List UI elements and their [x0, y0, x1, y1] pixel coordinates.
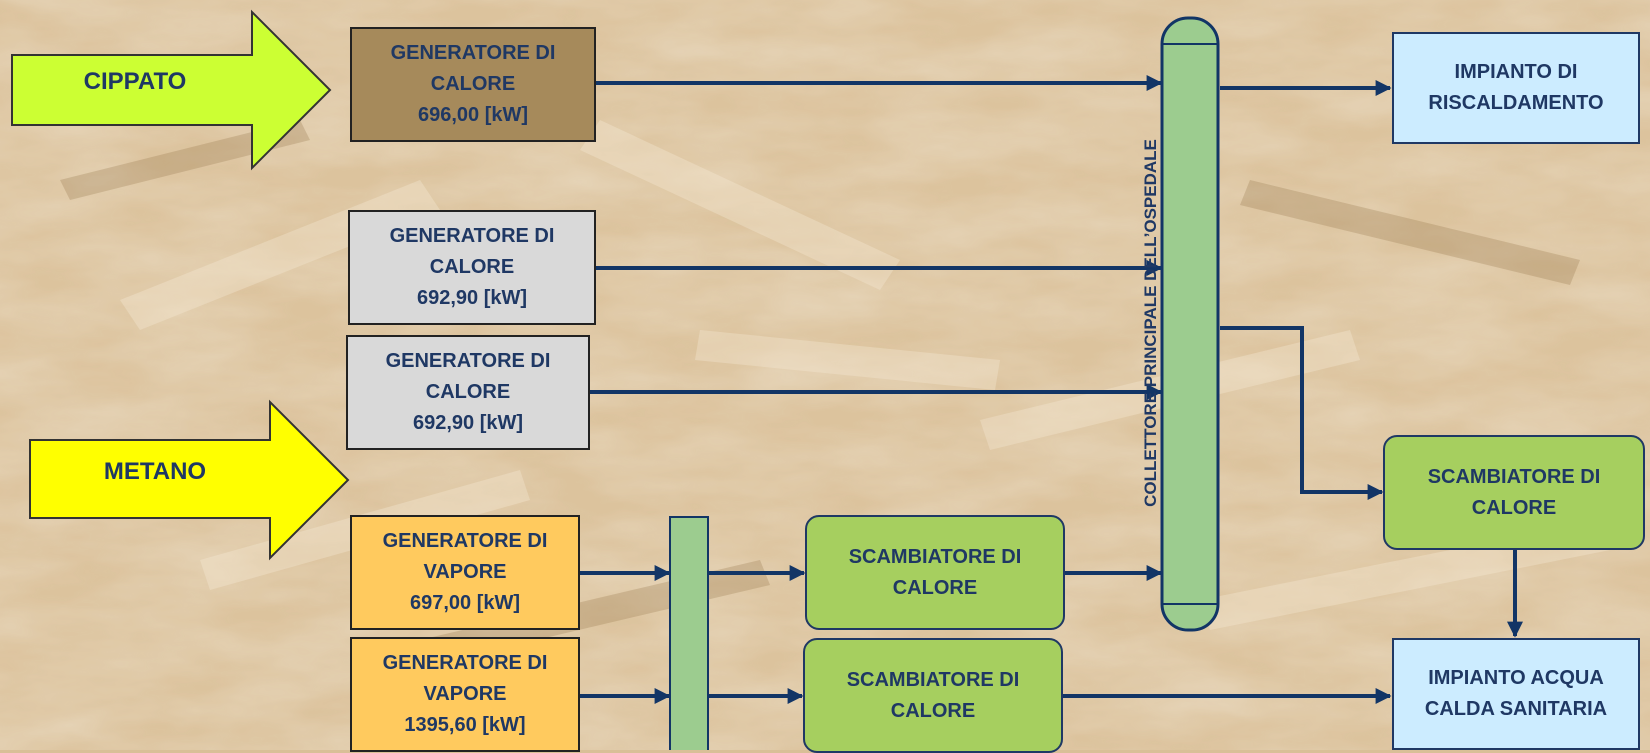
fuel-label-metano: METANO — [103, 458, 207, 485]
heat-exchanger-steam-1: SCAMBIATORE DI CALORE — [805, 515, 1065, 630]
heat-generator-gas-1: GENERATORE DI CALORE 692,90 [kW] — [348, 210, 596, 325]
heat-exchanger-steam-2: SCAMBIATORE DI CALORE — [803, 638, 1063, 753]
fuel-label-cippato: CIPPATO — [83, 68, 187, 95]
plant-title: IMPIANTO DI — [1454, 61, 1578, 83]
steam-generator-2: GENERATORE DI VAPORE 1395,60 [kW] — [350, 637, 580, 752]
main-collector-shape — [1160, 16, 1220, 632]
generator-title: GENERATORE DI — [385, 350, 551, 372]
generator-type: VAPORE — [423, 683, 507, 705]
generator-title: GENERATORE DI — [390, 42, 556, 64]
collector-label: COLLETTORE PRINCIPALE DELL’OSPEDALE — [1141, 139, 1161, 507]
exchanger-type: CALORE — [1471, 496, 1557, 519]
generator-title: GENERATORE DI — [382, 652, 548, 674]
plant-type: RISCALDAMENTO — [1428, 92, 1604, 114]
generator-power: 696,00 [kW] — [417, 104, 529, 126]
generator-type: VAPORE — [423, 561, 507, 583]
flow-collector-exch3 — [1220, 326, 1384, 500]
generator-type: CALORE — [429, 256, 515, 278]
generator-type: CALORE — [425, 381, 511, 403]
plant-title: IMPIANTO ACQUA — [1428, 667, 1604, 689]
generator-title: GENERATORE DI — [389, 225, 555, 247]
heat-exchanger-collector: SCAMBIATORE DI CALORE — [1383, 435, 1645, 550]
heat-generator-gas-2: GENERATORE DI CALORE 692,90 [kW] — [346, 335, 590, 450]
generator-power: 697,00 [kW] — [409, 592, 521, 614]
exchanger-type: CALORE — [892, 576, 978, 599]
exchanger-type: CALORE — [890, 699, 976, 722]
heating-plant: IMPIANTO DI RISCALDAMENTO — [1392, 32, 1640, 144]
generator-power: 692,90 [kW] — [416, 287, 528, 309]
metano-arrow — [29, 399, 350, 561]
heat-generator-biomass: GENERATORE DI CALORE 696,00 [kW] — [350, 27, 596, 142]
exchanger-title: SCAMBIATORE DI — [1427, 465, 1601, 488]
generator-title: GENERATORE DI — [382, 530, 548, 552]
cippato-arrow — [11, 9, 332, 171]
exchanger-title: SCAMBIATORE DI — [846, 668, 1020, 691]
generator-power: 1395,60 [kW] — [404, 714, 526, 736]
generator-power: 692,90 [kW] — [412, 412, 524, 434]
steam-manifold — [669, 516, 709, 750]
plant-type: CALDA SANITARIA — [1424, 698, 1608, 720]
main-collector: COLLETTORE PRINCIPALE DELL’OSPEDALE — [1132, 108, 1170, 538]
generator-type: CALORE — [430, 73, 516, 95]
steam-generator-1: GENERATORE DI VAPORE 697,00 [kW] — [350, 515, 580, 630]
exchanger-title: SCAMBIATORE DI — [848, 545, 1022, 568]
domestic-hot-water-plant: IMPIANTO ACQUA CALDA SANITARIA — [1392, 638, 1640, 750]
